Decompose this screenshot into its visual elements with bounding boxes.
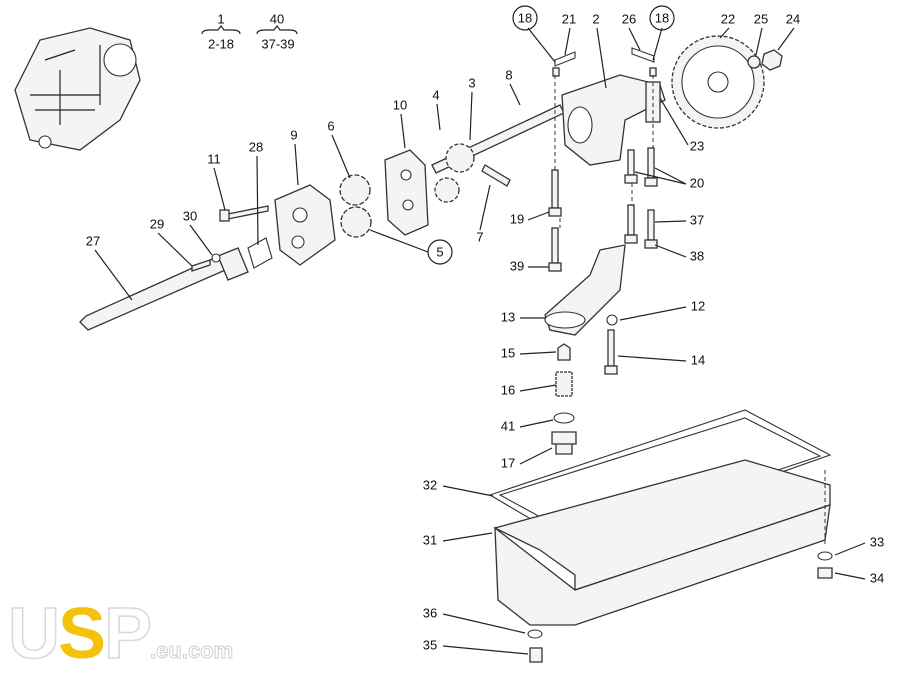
callout-24: 24 [786, 11, 800, 26]
callout-13: 13 [501, 309, 515, 324]
callout-41: 41 [501, 418, 515, 433]
callout-35: 35 [423, 637, 437, 652]
callout-29: 29 [150, 216, 164, 231]
group-range-2: 37-39 [261, 36, 294, 51]
callout-31: 31 [423, 532, 437, 547]
callout-39: 39 [510, 258, 524, 273]
callout-32: 32 [423, 477, 437, 492]
leader-lines [94, 5, 866, 655]
callout-37: 37 [690, 212, 704, 227]
group-parent-1: 1 [217, 11, 224, 26]
parts [79, 35, 833, 663]
logo-domain: .eu.com [150, 638, 234, 663]
callout-26: 26 [622, 11, 636, 26]
group-parent-2: 40 [270, 11, 284, 26]
callout-22: 22 [721, 11, 735, 26]
callout-8: 8 [505, 67, 512, 82]
group-header: 1 2-18 40 37-39 [201, 11, 298, 51]
callout-5: 5 [436, 244, 443, 259]
callout-3: 3 [468, 75, 475, 90]
callout-6: 6 [327, 118, 334, 133]
callout-2: 2 [592, 11, 599, 26]
callout-30: 30 [183, 208, 197, 223]
engine-thumbnail [14, 27, 141, 151]
callout-36: 36 [423, 605, 437, 620]
callout-21: 21 [562, 11, 576, 26]
callout-28: 28 [249, 139, 263, 154]
callout-34: 34 [870, 570, 884, 585]
callout-25: 25 [754, 11, 768, 26]
callout-7: 7 [476, 229, 483, 244]
group-range-1: 2-18 [208, 36, 234, 51]
callout-4: 4 [432, 87, 439, 102]
callout-18: 18 [518, 10, 532, 25]
pickup-tube [79, 251, 237, 331]
callout-19: 19 [510, 211, 524, 226]
callout-27: 27 [86, 233, 100, 248]
usp-logo: USP.eu.com [7, 594, 234, 674]
callout-10: 10 [393, 97, 407, 112]
callout-18: 18 [655, 10, 669, 25]
callout-16: 16 [501, 382, 515, 397]
callout-9: 9 [290, 127, 297, 142]
callout-12: 12 [691, 298, 705, 313]
callout-14: 14 [691, 352, 705, 367]
callout-38: 38 [690, 248, 704, 263]
callouts: 18 21 2 26 18 22 25 24 10 4 3 8 6 9 28 1… [86, 10, 884, 652]
callout-15: 15 [501, 345, 515, 360]
callout-20: 20 [690, 175, 704, 190]
callout-17: 17 [501, 455, 515, 470]
callout-11: 11 [207, 151, 221, 166]
callout-23: 23 [690, 138, 704, 153]
callout-33: 33 [870, 534, 884, 549]
